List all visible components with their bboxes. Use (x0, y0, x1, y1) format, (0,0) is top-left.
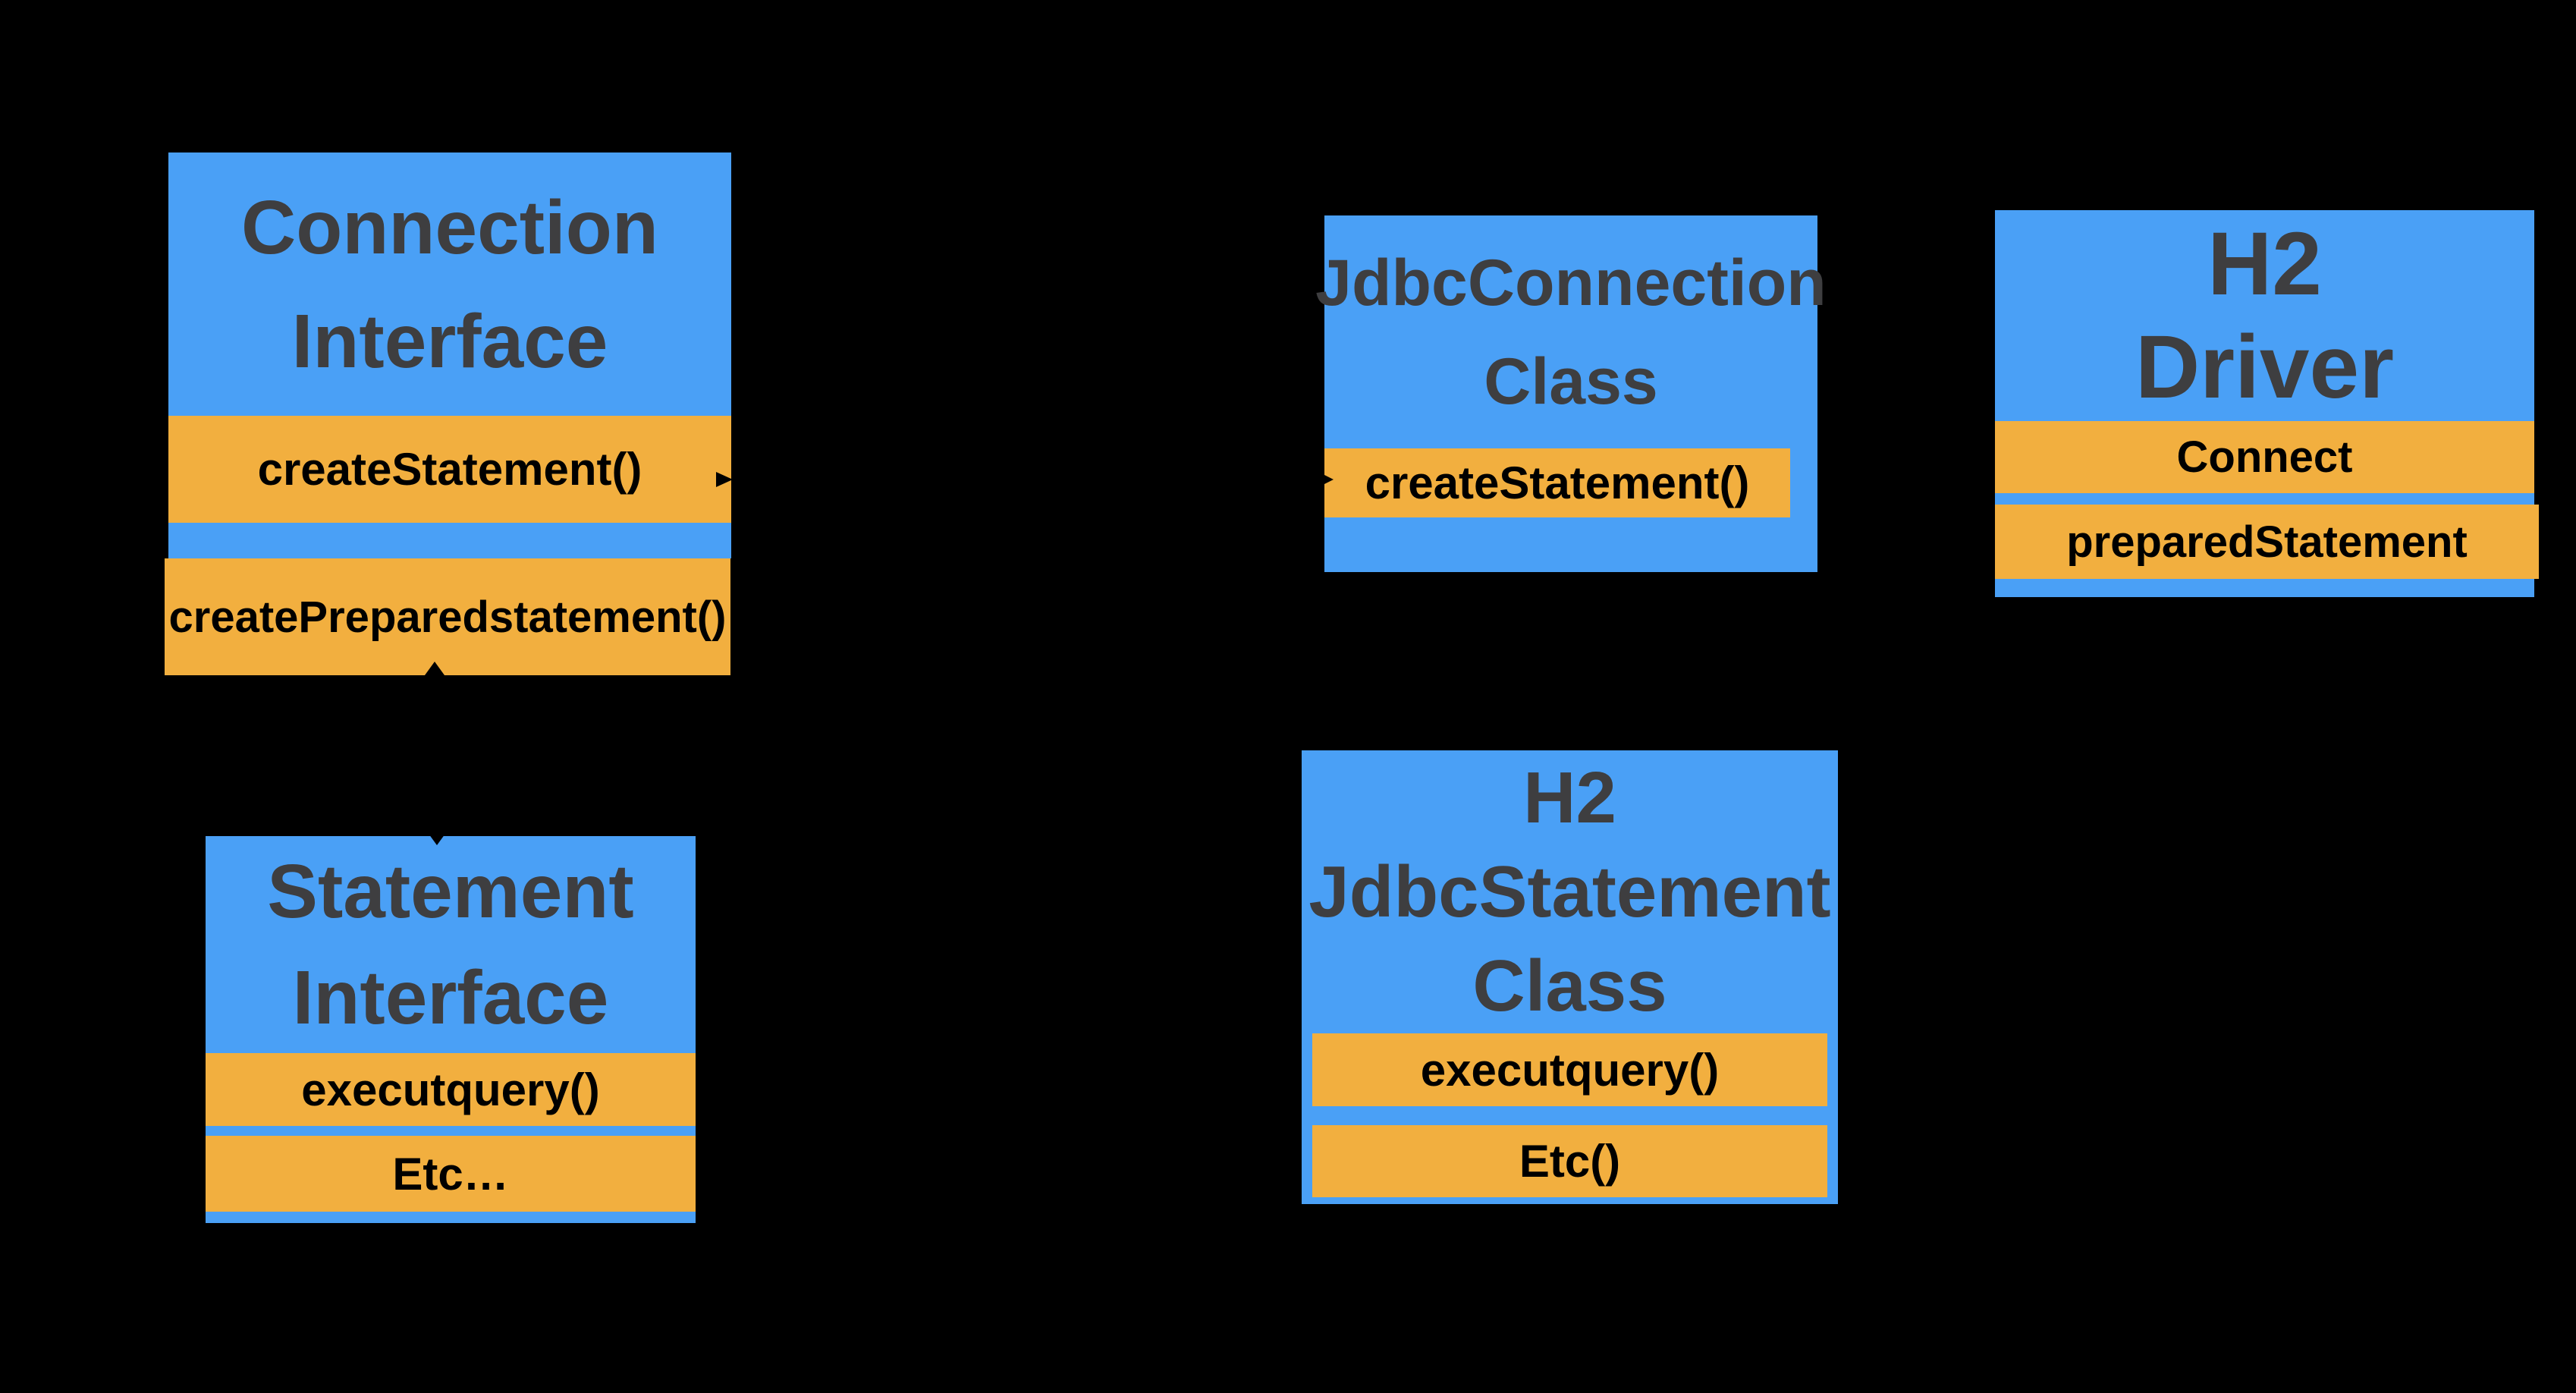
method-band-connect: Connect (1995, 421, 2534, 493)
method-label: executquery() (1420, 1044, 1720, 1096)
title-line: Class (1472, 945, 1667, 1027)
method-label: createPreparedstatement() (168, 592, 727, 642)
method-band-create-statement-jdbc: createStatement() (1324, 448, 1790, 517)
class-title-statement-interface: Statement Interface (206, 836, 696, 1053)
connector-tail-mark-icon (716, 472, 733, 487)
title-line: Interface (291, 298, 608, 384)
title-line: JdbcStatement (1308, 851, 1831, 932)
connector-arrowhead-right-icon (1314, 470, 1334, 489)
method-band-etc-h2: Etc() (1312, 1125, 1827, 1197)
class-title-connection-interface: Connection Interface (168, 153, 731, 416)
method-label: createStatement() (257, 444, 642, 495)
title-line: Class (1484, 344, 1658, 418)
class-box-h2-jdbc-statement: H2 JdbcStatement Class executquery() Etc… (1302, 750, 1838, 1204)
method-band-create-statement: createStatement() (168, 416, 731, 523)
class-box-jdbc-connection: JdbcConnection Class createStatement() (1315, 215, 1827, 572)
method-band-executquery-h2: executquery() (1312, 1033, 1827, 1106)
method-band-create-prepared-statement: createPreparedstatement() (165, 558, 730, 675)
method-label: preparedStatement (2066, 517, 2468, 567)
title-line: Connection (241, 184, 658, 270)
method-label: Etc() (1519, 1136, 1621, 1187)
method-label: Connect (2176, 432, 2353, 482)
title-line: H2 (1523, 756, 1616, 838)
method-band-executquery: executquery() (206, 1053, 696, 1126)
title-line: Statement (267, 849, 634, 934)
method-band-prepared-statement: preparedStatement (1995, 505, 2539, 579)
title-line: H2 (2207, 214, 2322, 314)
class-title-h2-jdbc-statement: H2 JdbcStatement Class (1302, 750, 1838, 1033)
class-title-h2-driver: H2 Driver (1995, 210, 2534, 421)
class-box-statement-interface: Statement Interface executquery() Etc… (206, 836, 696, 1223)
method-label: executquery() (301, 1064, 600, 1115)
title-line: Driver (2135, 317, 2395, 417)
class-title-jdbc-connection: JdbcConnection Class (1315, 215, 1827, 448)
title-line: JdbcConnection (1315, 246, 1827, 319)
class-box-connection-interface: Connection Interface createStatement() (168, 153, 731, 558)
connector-arrowhead-down-icon (425, 829, 449, 845)
method-band-etc: Etc… (206, 1136, 696, 1212)
connector-arrowhead-up-icon (425, 662, 445, 675)
method-label: createStatement() (1365, 458, 1750, 508)
class-box-h2-driver: H2 Driver Connect preparedStatement (1995, 210, 2539, 597)
title-line: Interface (292, 955, 609, 1040)
method-label: Etc… (392, 1148, 509, 1200)
